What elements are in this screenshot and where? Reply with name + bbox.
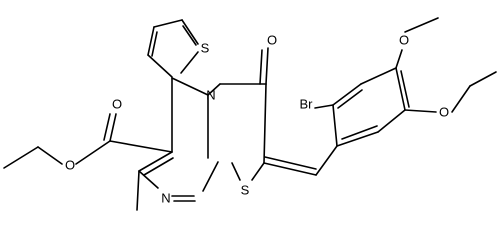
ketone-oxygen-label: O <box>267 33 277 48</box>
thiophene-ring <box>147 19 199 78</box>
benzene-substituents <box>314 17 497 113</box>
ester-carbonyl-oxygen-label: O <box>112 97 122 112</box>
pyrimidine-ring <box>136 77 219 211</box>
structure-diagram: S Br O O O O O N N S <box>3 17 497 211</box>
molecule-drawing: S Br O O O O O N N S <box>3 17 497 211</box>
ring-nitrogen-bottom-label: N <box>161 191 170 206</box>
benzene-ring <box>332 67 410 147</box>
ester-ether-oxygen-label: O <box>65 158 75 173</box>
thiophene-sulfur-label: S <box>201 41 210 56</box>
ethyl-ester-group <box>3 113 173 169</box>
bromine-label: Br <box>300 97 314 112</box>
methoxy-oxygen-label: O <box>399 33 409 48</box>
benzylidene-linker <box>263 145 338 176</box>
ethoxy-oxygen-label: O <box>439 105 449 120</box>
ring-nitrogen-top-label: N <box>206 88 215 103</box>
thiazole-ring <box>207 47 269 181</box>
thiazole-sulfur-label: S <box>241 183 250 198</box>
